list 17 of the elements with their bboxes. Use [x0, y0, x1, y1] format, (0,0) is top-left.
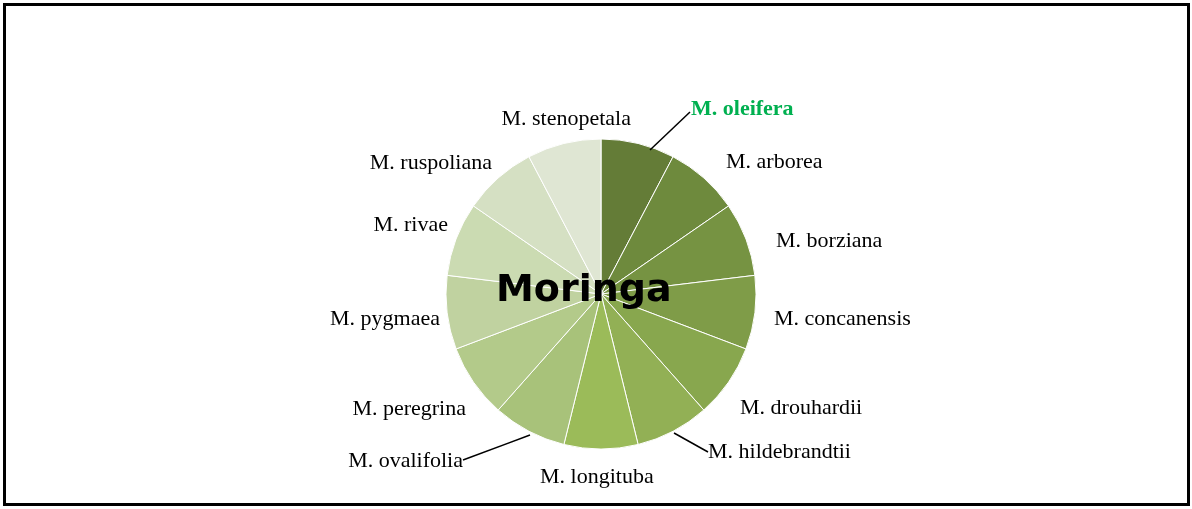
species-label: M. peregrina — [352, 395, 466, 421]
species-label: M. oleifera — [691, 95, 794, 121]
leader-line — [673, 432, 709, 453]
center-title: Moringa — [496, 266, 672, 310]
species-label: M. borziana — [776, 227, 883, 253]
species-label: M. ovalifolia — [348, 447, 463, 473]
species-label: M. stenopetala — [501, 105, 631, 131]
species-label: M. rivae — [373, 211, 448, 237]
species-label: M. pygmaea — [330, 305, 440, 331]
leader-line — [462, 434, 531, 461]
species-label: M. ruspoliana — [369, 149, 492, 175]
species-label: M. longituba — [540, 463, 654, 489]
species-label: M. arborea — [726, 148, 823, 174]
species-label: M. hildebrandtii — [708, 438, 851, 464]
leader-line — [649, 111, 691, 151]
species-label: M. drouhardii — [740, 394, 863, 420]
species-label: M. concanensis — [774, 305, 911, 331]
